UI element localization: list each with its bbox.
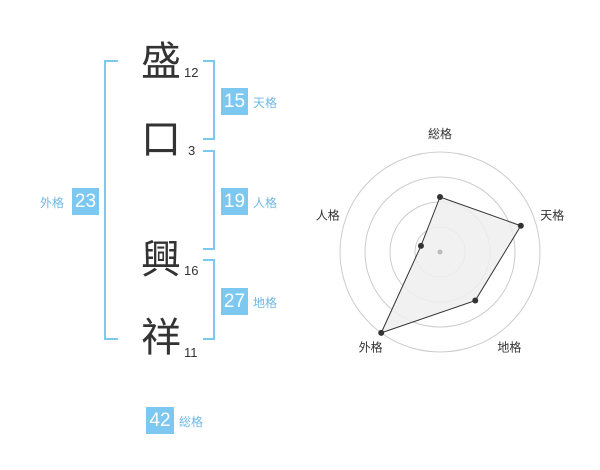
radar-center xyxy=(437,249,443,255)
radar-ring xyxy=(364,176,516,328)
tenkaku-bracket xyxy=(203,60,215,140)
chikaku-value: 27 xyxy=(221,288,248,315)
chikaku-label: 地格 xyxy=(253,296,278,310)
radar-point-2 xyxy=(472,297,479,304)
tenkaku-label: 天格 xyxy=(253,96,278,110)
stroke-count-1: 12 xyxy=(184,65,199,80)
jinkaku-bracket xyxy=(203,150,215,250)
stroke-count-3: 16 xyxy=(184,263,199,278)
stroke-count-4: 11 xyxy=(184,345,198,360)
soukaku-label: 総格 xyxy=(179,415,204,429)
radar-axis-label-1: 天格 xyxy=(540,208,564,223)
gaikaku-label: 外格 xyxy=(40,196,65,210)
radar-point-3 xyxy=(378,329,385,336)
radar-point-1 xyxy=(517,222,524,229)
chikaku-bracket xyxy=(203,259,215,340)
jinkaku-label: 人格 xyxy=(253,196,278,210)
stroke-count-2: 3 xyxy=(188,143,196,158)
soukaku-value: 42 xyxy=(146,407,174,434)
jinkaku-value: 19 xyxy=(221,188,248,215)
radar-axis-label-0: 総格 xyxy=(428,126,452,141)
gaikaku-value: 23 xyxy=(72,188,99,215)
name-char-1: 盛 xyxy=(141,39,181,85)
radar-point-0 xyxy=(437,194,443,200)
radar-axis-label-4: 人格 xyxy=(316,208,340,223)
radar-point-4 xyxy=(417,242,424,249)
name-char-2: 口 xyxy=(141,117,181,163)
name-char-4: 祥 xyxy=(141,315,181,361)
radar-axis-label-3: 外格 xyxy=(359,339,383,354)
tenkaku-value: 15 xyxy=(221,88,248,115)
radar-ring xyxy=(339,151,541,353)
gaikaku-bracket xyxy=(104,60,118,340)
name-char-3: 興 xyxy=(141,237,181,283)
radar-polygon xyxy=(380,196,522,334)
radar-axis-label-2: 地格 xyxy=(497,339,521,354)
